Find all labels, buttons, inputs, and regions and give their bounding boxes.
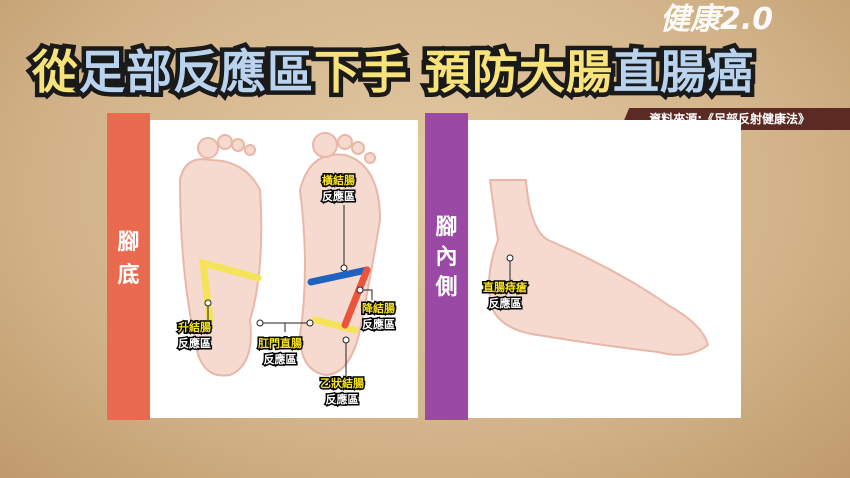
inner-side-label: 內 bbox=[435, 245, 458, 270]
sole-label: 腳 bbox=[117, 230, 140, 255]
feet-soles-illustration bbox=[178, 132, 382, 382]
inner-side-diagram: 直腸痔瘡反應區 bbox=[468, 120, 741, 418]
zone-sub: 反應區 bbox=[487, 296, 523, 312]
title-part: 從 bbox=[28, 41, 83, 104]
zone-name: 乙狀結腸 bbox=[319, 376, 366, 392]
zone-sub: 反應區 bbox=[361, 317, 397, 333]
sole-diagram: 升結腸反應區 肛門直腸反應區 橫結腸反應區 降結腸反應區 乙狀結腸反應區 bbox=[150, 120, 418, 418]
zone-name: 直腸痔瘡 bbox=[482, 280, 529, 296]
zone-sub: 反應區 bbox=[177, 336, 213, 352]
inner-side-panel: 腳 內 側 直腸痔瘡反應區 bbox=[425, 113, 748, 420]
zone-sub: 反應區 bbox=[262, 352, 298, 368]
inner-side-strip bbox=[425, 113, 468, 420]
zone-ascending-colon: 升結腸反應區 bbox=[177, 320, 213, 352]
zone-sigmoid-colon: 乙狀結腸反應區 bbox=[319, 376, 366, 408]
zone-name: 肛門直腸 bbox=[257, 336, 304, 352]
title-part: 下手 bbox=[310, 41, 412, 104]
zone-name: 降結腸 bbox=[361, 301, 397, 317]
zone-transverse-colon: 橫結腸反應區 bbox=[321, 173, 357, 205]
foot-side-illustration bbox=[488, 179, 710, 356]
title-part: 預防大腸 bbox=[421, 41, 617, 104]
inner-side-label: 腳 bbox=[435, 215, 458, 240]
title-part: 足部反應區 bbox=[75, 41, 318, 104]
zone-descending-colon: 降結腸反應區 bbox=[361, 301, 397, 333]
logo: 健康2.0 bbox=[660, 2, 774, 37]
zone-name: 升結腸 bbox=[177, 320, 213, 336]
inner-side-label: 側 bbox=[435, 275, 458, 300]
page-title: 從足部反應區下手 預防大腸直腸癌 bbox=[28, 41, 758, 104]
zone-anal-rectum: 肛門直腸反應區 bbox=[257, 336, 304, 368]
sole-strip bbox=[107, 113, 150, 420]
sole-panel: 腳 底 升結腸反應區 肛門直腸反應區 橫結腸反應區 降結腸反應區 乙狀結腸反應區 bbox=[107, 113, 425, 420]
zone-sub: 反應區 bbox=[321, 189, 357, 205]
zone-name: 橫結腸 bbox=[321, 173, 357, 189]
zone-sub: 反應區 bbox=[324, 392, 360, 408]
title-part: 直腸癌 bbox=[609, 41, 758, 104]
zone-rectum-hemorrhoids: 直腸痔瘡反應區 bbox=[482, 280, 529, 312]
sole-label: 底 bbox=[117, 263, 140, 288]
